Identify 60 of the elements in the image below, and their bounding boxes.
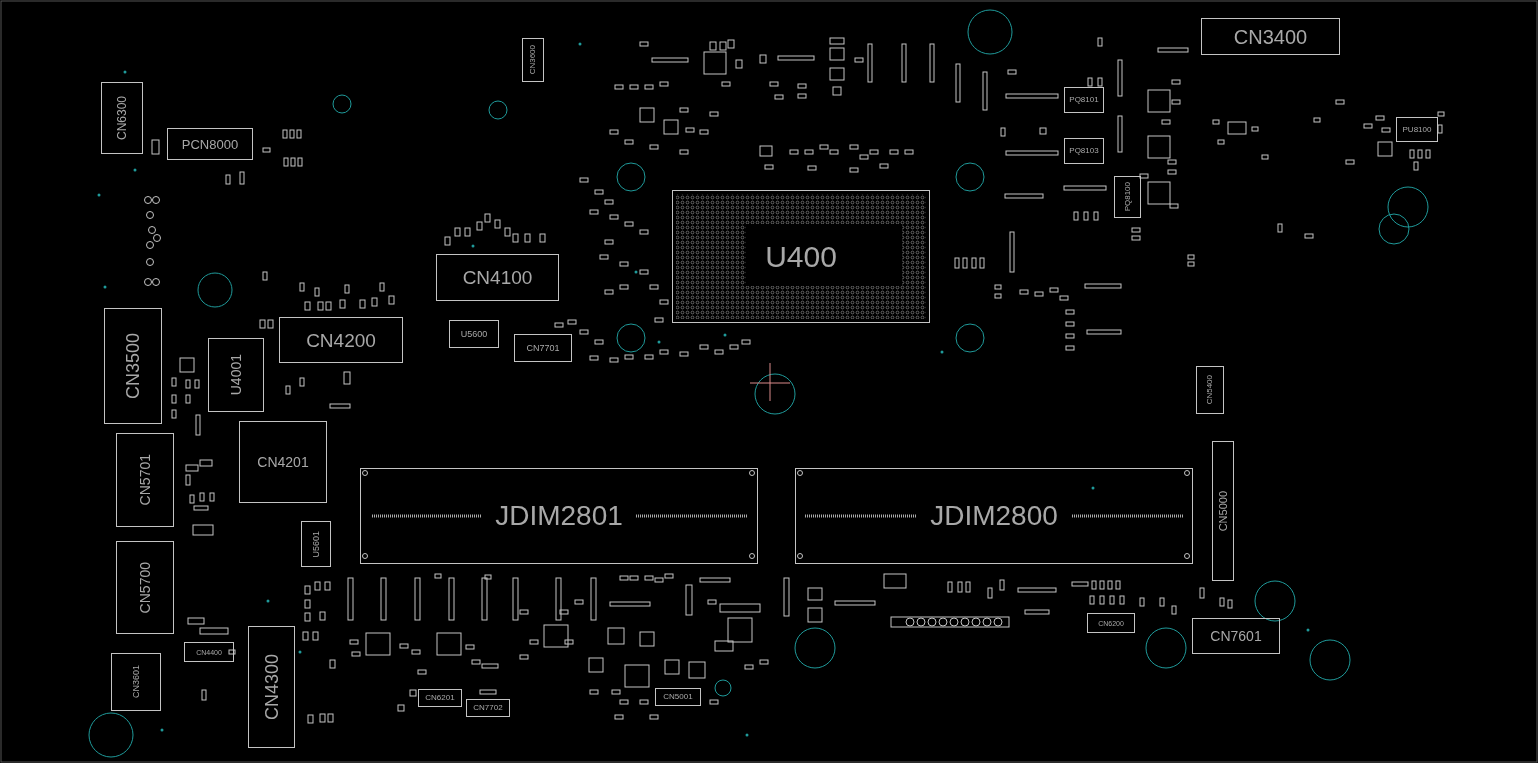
component-label: CN6300 <box>116 96 128 140</box>
chip-footprint <box>301 521 331 567</box>
component-label: PQ8101 <box>1069 96 1099 104</box>
component-label: CN5701 <box>138 454 152 506</box>
chip-footprint <box>449 320 499 348</box>
component-label: U5600 <box>460 329 488 339</box>
chip-footprint <box>208 338 264 412</box>
component-label: CN5000 <box>1217 490 1229 532</box>
connector-footprint <box>116 541 174 634</box>
memory-slot-footprint <box>360 468 758 564</box>
connector-footprint <box>248 626 295 748</box>
component-label: JDIM2801 <box>495 502 623 530</box>
component-label: CN4300 <box>262 653 281 720</box>
connector-footprint <box>104 308 162 424</box>
component-label: U5601 <box>311 530 321 558</box>
component-label: CN3600 <box>529 45 537 75</box>
component-label: PQ8100 <box>1123 182 1132 212</box>
component-label: CN5700 <box>138 561 152 614</box>
component-label: PCN8000 <box>181 137 239 151</box>
connector-footprint <box>1087 613 1135 633</box>
connector-footprint <box>1196 366 1224 414</box>
memory-slot-footprint <box>795 468 1193 564</box>
component-label: U4001 <box>229 354 243 396</box>
connector-footprint <box>1212 441 1234 581</box>
connector-footprint <box>116 433 174 527</box>
connector-footprint <box>279 317 403 363</box>
component-label: CN5400 <box>1206 375 1214 405</box>
connector-footprint <box>167 128 253 160</box>
connector-footprint <box>111 653 161 711</box>
chip-footprint <box>1396 117 1438 142</box>
component-label: PU8100 <box>1402 125 1432 134</box>
connector-footprint <box>655 688 701 706</box>
connector-footprint <box>436 254 559 301</box>
component-label: CN3400 <box>1233 26 1308 47</box>
component-label: CN7702 <box>473 704 503 712</box>
component-label: CN6201 <box>425 694 455 702</box>
component-label: CN3601 <box>131 665 141 699</box>
component-label: JDIM2800 <box>930 502 1058 530</box>
connector-footprint <box>466 699 510 717</box>
component-label: PQ8103 <box>1069 147 1099 155</box>
component-label: CN4201 <box>257 455 309 469</box>
component-label: CN7601 <box>1210 629 1262 643</box>
connector-footprint <box>1192 618 1280 654</box>
component-label: U400 <box>765 241 837 272</box>
connector-footprint <box>1201 18 1340 55</box>
connector-footprint <box>514 334 572 362</box>
transistor-footprint <box>1064 87 1104 113</box>
processor-footprint <box>672 190 930 323</box>
component-label: CN4100 <box>462 268 533 287</box>
connector-footprint <box>239 421 327 503</box>
connector-footprint <box>418 689 462 707</box>
component-label: CN4200 <box>306 330 376 350</box>
transistor-footprint <box>1114 176 1141 218</box>
connector-footprint <box>522 38 544 82</box>
connector-footprint <box>184 642 234 662</box>
connector-footprint <box>101 82 143 154</box>
component-label: CN7701 <box>526 343 560 353</box>
component-label: CN3500 <box>124 332 142 399</box>
component-label: CN5001 <box>663 693 693 701</box>
transistor-footprint <box>1064 138 1104 164</box>
